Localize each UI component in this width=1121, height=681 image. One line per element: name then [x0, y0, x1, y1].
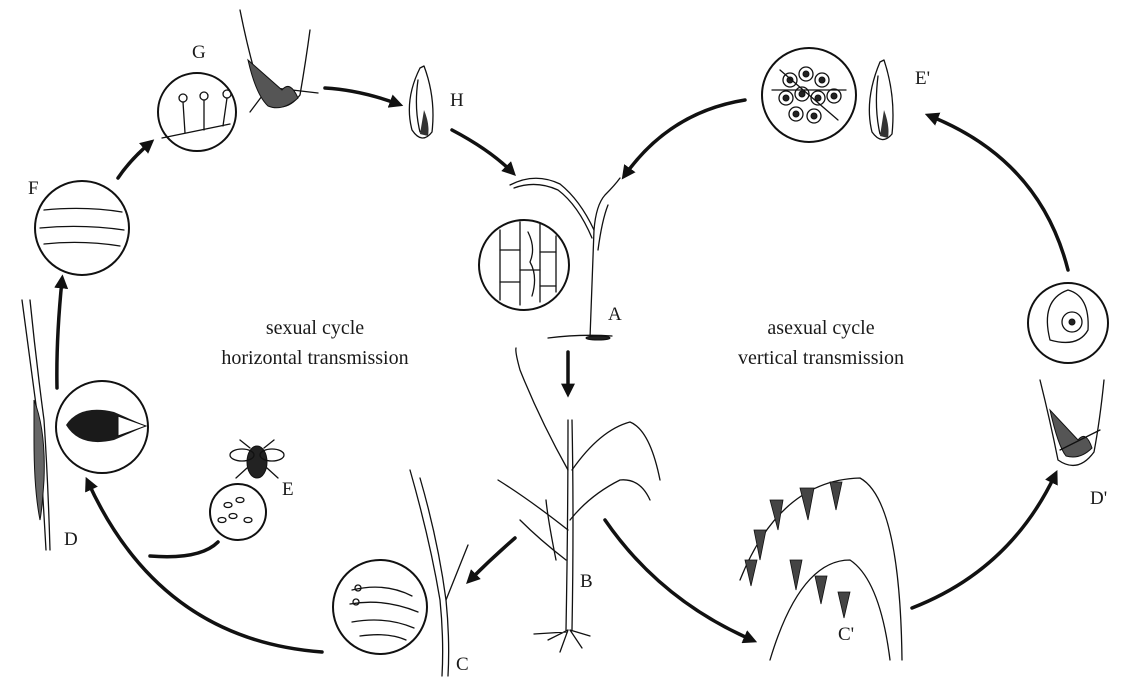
e-spores-circle	[210, 484, 266, 540]
label-d: D	[64, 529, 78, 550]
label-d-prime: D'	[1090, 488, 1107, 509]
eprime-seed	[869, 60, 893, 140]
label-h: H	[450, 90, 464, 111]
d-stroma	[34, 400, 44, 520]
arrow-eprime-to-a	[625, 100, 745, 175]
b-grass-stem	[566, 420, 568, 630]
stage-d	[22, 300, 148, 550]
cycle-arrows	[57, 88, 1068, 652]
arrow-f-to-g	[118, 143, 150, 178]
label-b: B	[580, 571, 593, 592]
stage-a	[479, 178, 620, 340]
arrow-b-to-cprime	[605, 520, 752, 640]
stage-c	[333, 470, 468, 676]
g-microscopic-circle	[158, 73, 236, 151]
label-a: A	[608, 304, 622, 325]
asexual-cycle-title: asexual cycle	[767, 317, 874, 339]
stage-h-seed	[409, 66, 433, 138]
stage-e-prime	[762, 48, 893, 142]
stage-g	[158, 10, 318, 151]
stage-d-prime	[1028, 283, 1108, 465]
stage-b	[498, 348, 660, 652]
stage-c-prime	[740, 478, 902, 660]
asexual-cycle-subtitle: vertical transmission	[738, 347, 904, 369]
sexual-cycle-subtitle: horizontal transmission	[221, 347, 408, 369]
label-g: G	[192, 42, 206, 63]
stage-e	[210, 440, 284, 540]
arrow-dprime-to-eprime	[930, 116, 1068, 270]
sexual-cycle-title: sexual cycle	[266, 317, 364, 339]
f-microscopic-circle	[35, 181, 129, 275]
stage-f	[35, 181, 129, 275]
label-c: C	[456, 654, 469, 675]
arrow-cprime-to-dprime	[912, 475, 1055, 608]
arrow-g-to-h	[325, 88, 398, 104]
arrow-b-to-c	[470, 538, 515, 580]
arrow-e-to-d	[150, 542, 218, 557]
arrow-h-to-a	[452, 130, 512, 172]
label-e: E	[282, 479, 294, 500]
c-microscopic-circle	[333, 560, 427, 654]
arrow-d-to-f	[57, 280, 62, 388]
label-c-prime: C'	[838, 624, 854, 645]
label-f: F	[28, 178, 39, 199]
arrow-c-to-d	[88, 482, 322, 652]
b-roots	[534, 630, 590, 652]
dprime-microscopic-circle	[1028, 283, 1108, 363]
label-e-prime: E'	[915, 68, 930, 89]
